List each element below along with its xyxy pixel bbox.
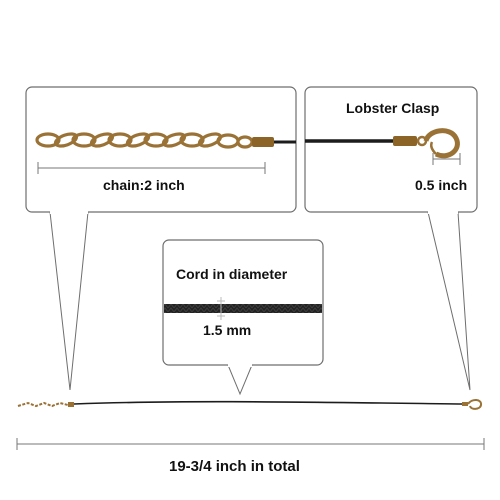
clasp-length-label: 0.5 inch (415, 177, 468, 193)
clasp-callout-pointer (427, 211, 471, 391)
clasp-measure-line (432, 153, 461, 165)
cord-title: Cord in diameter (176, 266, 288, 282)
cord-closeup-image (164, 304, 322, 313)
chain-callout-pointer (49, 211, 89, 391)
chain-callout-box (25, 86, 297, 213)
lobster-clasp-image (416, 128, 460, 159)
chain-measure-line (37, 162, 266, 174)
extension-chain-image (35, 132, 254, 149)
chain-end-crimp (252, 137, 274, 147)
full-necklace-cord (73, 400, 463, 405)
cord-callout-box (162, 239, 324, 366)
clasp-crimp (393, 136, 417, 146)
chain-callout (25, 86, 297, 391)
cord-callout-pointer (227, 364, 253, 396)
cord-diameter-marker (217, 297, 225, 320)
full-necklace-clasp (467, 399, 483, 410)
clasp-callout (304, 86, 478, 391)
full-necklace-image (17, 399, 483, 410)
total-measure-line (16, 438, 485, 450)
cord-diameter-label: 1.5 mm (203, 322, 252, 338)
cord-callout (162, 239, 324, 396)
total-length-label: 19-3/4 inch in total (169, 458, 300, 475)
chain-length-label: chain:2 inch (103, 177, 185, 193)
clasp-title: Lobster Clasp (346, 100, 440, 116)
full-necklace-chain (17, 401, 69, 408)
clasp-callout-box (304, 86, 478, 213)
